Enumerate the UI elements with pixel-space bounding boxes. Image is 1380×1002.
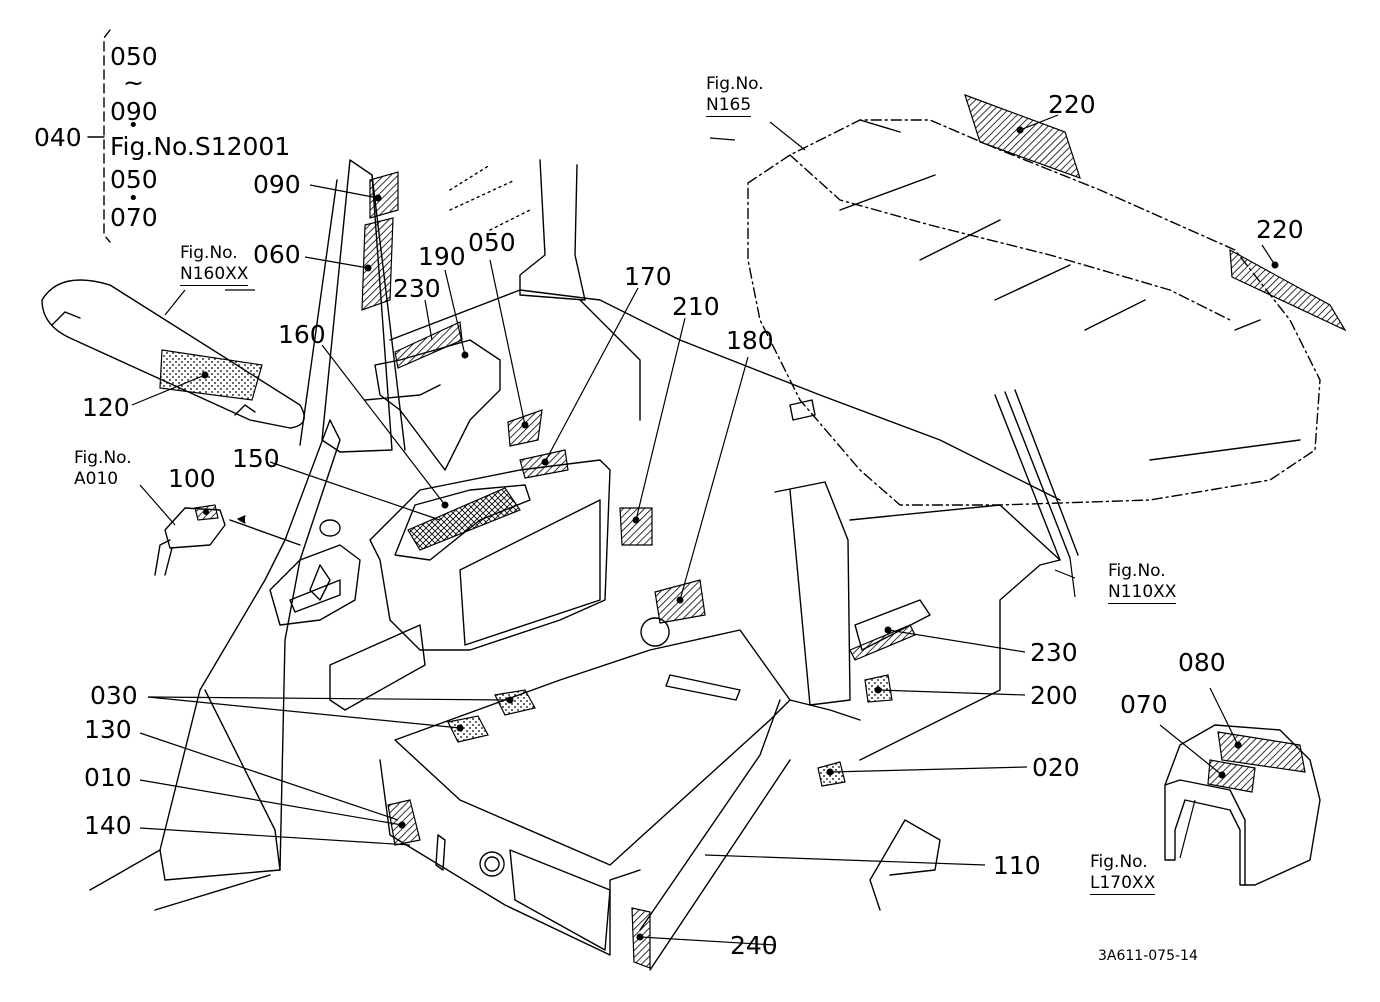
callout-150: 150 [232, 444, 280, 473]
decal-230b [849, 624, 916, 661]
left-fender [159, 419, 341, 881]
group-fig-s12001: Fig.No.S12001 [110, 132, 291, 161]
callout-120: 120 [82, 393, 130, 422]
figref-a010: Fig.No.A010 [74, 448, 132, 490]
cab-floor [394, 629, 791, 866]
callout-230: 230 [393, 274, 441, 303]
decal-030a [494, 689, 536, 716]
left-pillar [321, 159, 393, 453]
callout-090: 090 [253, 170, 301, 199]
decal-120 [159, 349, 263, 401]
roof-panel [747, 119, 1321, 506]
group-item-050: 050 [110, 42, 158, 71]
figref-n110xx: Fig.No.N110XX [1108, 561, 1177, 604]
decal-150 [407, 487, 521, 551]
callout-100: 100 [168, 464, 216, 493]
callout-230: 230 [1030, 638, 1078, 667]
callout-240: 240 [730, 931, 778, 960]
callout-030: 030 [90, 681, 138, 710]
callout-050: 050 [468, 228, 516, 257]
callout-060: 060 [253, 240, 301, 269]
decal-060 [361, 217, 394, 311]
callout-170: 170 [624, 262, 672, 291]
decal-090 [369, 171, 399, 219]
decal-030b [447, 715, 489, 743]
callout-190: 190 [418, 242, 466, 271]
callout-130: 130 [84, 715, 132, 744]
drawing-code: 3A611-075-14 [1098, 948, 1198, 964]
decal-070 [1207, 759, 1256, 793]
callout-140: 140 [84, 811, 132, 840]
callout-180: 180 [726, 326, 774, 355]
callout-160: 160 [278, 320, 326, 349]
group-item-070: 070 [110, 203, 158, 232]
figref-l170xx: Fig.No.L170XX [1090, 852, 1156, 895]
decal-210 [619, 507, 653, 546]
work-light [164, 507, 226, 549]
callout-010: 010 [84, 763, 132, 792]
sun-visor [41, 279, 305, 429]
callout-080: 080 [1178, 648, 1226, 677]
callout-070: 070 [1120, 690, 1168, 719]
control-console [369, 459, 611, 651]
callout-200: 200 [1030, 681, 1078, 710]
decal-230a [394, 321, 463, 369]
figref-n160xx: Fig.No.N160XX [180, 243, 249, 286]
group-bracket [103, 29, 111, 243]
sep-dot-icon: • [128, 115, 139, 136]
callout-020: 020 [1032, 753, 1080, 782]
group-040-label: 040 [34, 123, 82, 152]
callout-220: 220 [1048, 90, 1096, 119]
group-item-090: 090 [110, 97, 158, 126]
group-range-tilde: ~ [123, 68, 144, 97]
sep-dot-icon: • [128, 188, 139, 209]
decal-220b [1229, 248, 1347, 332]
center-pillar [519, 159, 586, 301]
callout-220: 220 [1256, 215, 1304, 244]
figref-n165: Fig.No.N165 [706, 74, 764, 117]
decal-220a [964, 94, 1081, 179]
rear-fender [1164, 724, 1321, 886]
callout-110: 110 [993, 851, 1041, 880]
group-item-050b: 050 [110, 165, 158, 194]
right-pillar [774, 481, 851, 706]
callout-210: 210 [672, 292, 720, 321]
